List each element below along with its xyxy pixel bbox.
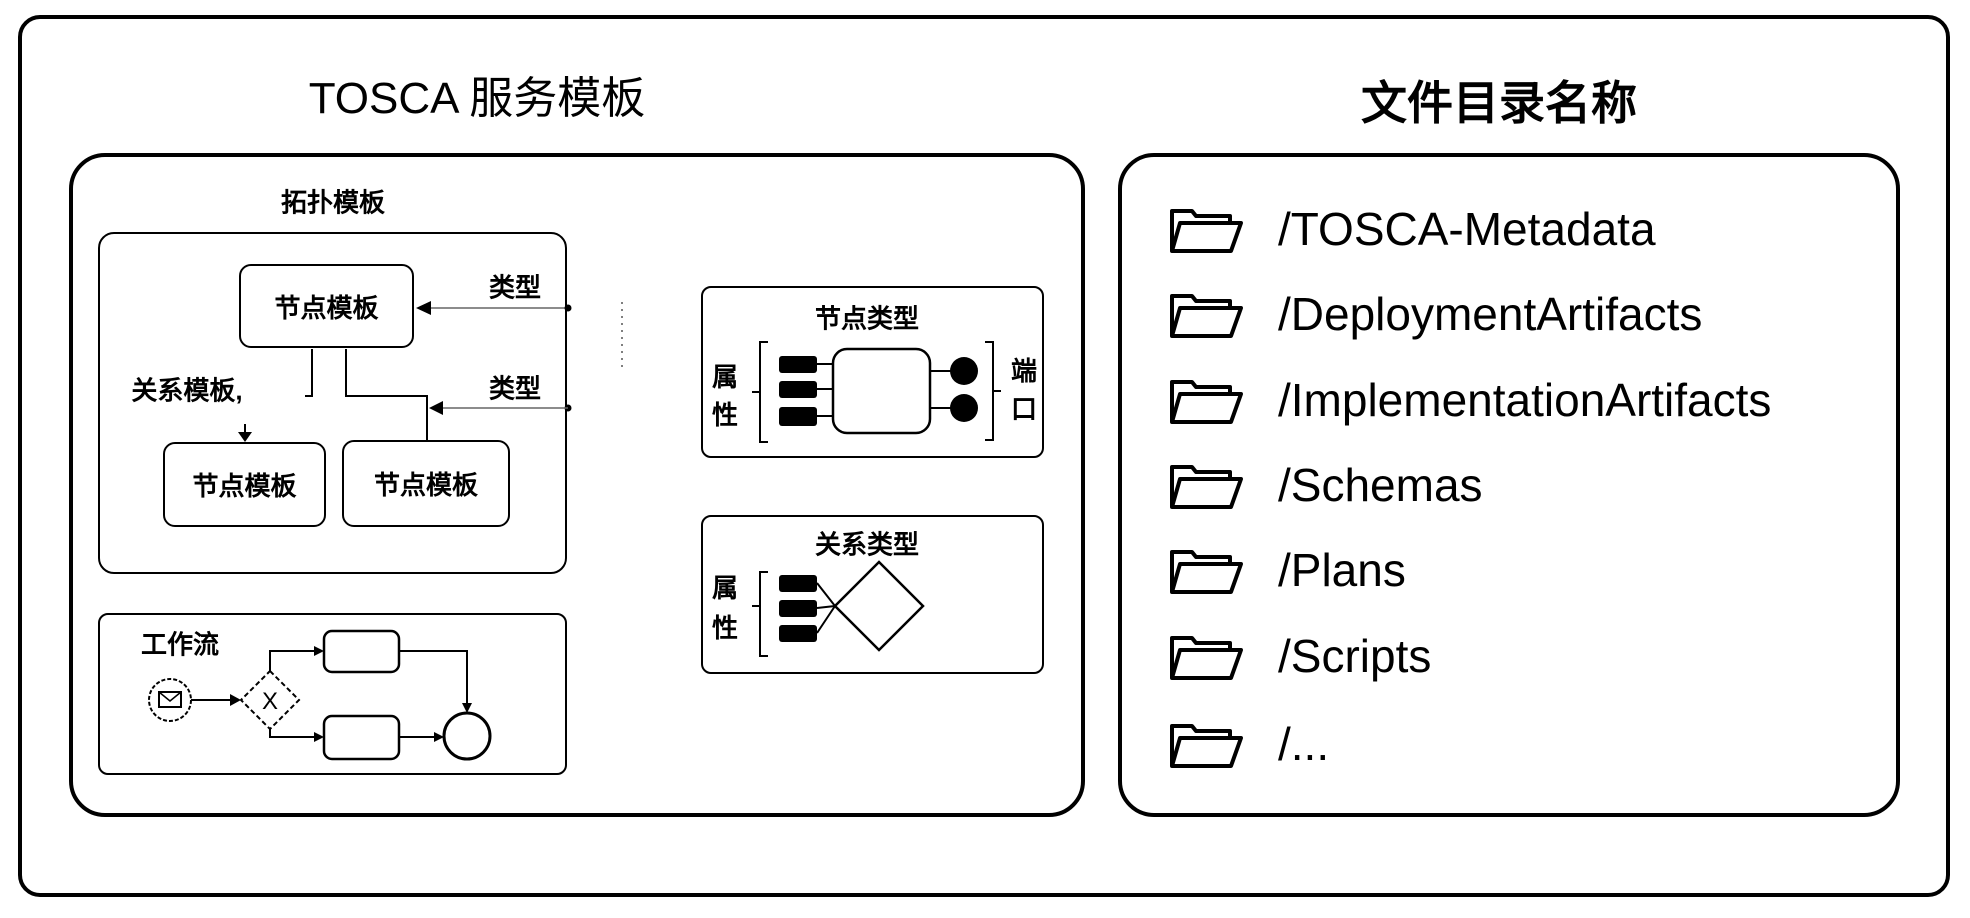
directory-name: /TOSCA-Metadata [1278, 203, 1656, 255]
directory-item: /DeploymentArtifacts [1166, 288, 1702, 340]
folder-icon [1170, 550, 1243, 594]
directory-item: /TOSCA-Metadata [1166, 203, 1656, 255]
node-template-label: 节点模板 [274, 292, 379, 323]
directory-item: /... [1166, 718, 1329, 770]
directory-item: /ImplementationArtifacts [1166, 374, 1771, 426]
directory-item: /Scripts [1166, 630, 1431, 682]
directory-name: /Scripts [1278, 630, 1432, 682]
folder-icon [1170, 724, 1243, 768]
node-type-title: 节点类型 [814, 303, 920, 334]
type-label-relationship: 类型 [488, 373, 542, 404]
directory-item: /Plans [1166, 544, 1406, 596]
relationship-template-label: 关系模板, [131, 375, 243, 406]
service-template-title: TOSCA 服务模板 [308, 74, 646, 123]
folder-icon [1170, 294, 1243, 338]
folder-icon [1170, 209, 1243, 253]
workflow-label: 工作流 [140, 629, 220, 660]
directory-name: /ImplementationArtifacts [1278, 374, 1772, 426]
directory-panel [1118, 153, 1900, 817]
directory-name: /... [1278, 718, 1330, 770]
node-template-bottom-left: 节点模板 [163, 442, 326, 527]
directory-title: 文件目录名称 [1361, 77, 1637, 129]
node-template-label: 节点模板 [192, 471, 297, 501]
directory-item: /Schemas [1166, 459, 1483, 511]
node-type-properties-label: 属性 [711, 362, 739, 430]
directory-name: /Plans [1278, 544, 1406, 596]
folder-icon [1170, 465, 1243, 509]
directory-name: /Schemas [1278, 459, 1483, 511]
folder-icon [1170, 636, 1243, 680]
figure-frame [18, 15, 1950, 897]
node-template-label: 节点模板 [373, 470, 478, 500]
topology-template-label: 拓扑模板 [280, 187, 386, 218]
directory-name: /DeploymentArtifacts [1278, 288, 1703, 340]
node-type-ports-label: 端口 [1010, 356, 1038, 424]
relationship-type-title: 关系类型 [814, 529, 920, 560]
node-template-bottom-right: 节点模板 [342, 440, 510, 527]
type-label-node: 类型 [488, 272, 542, 303]
node-template-top: 节点模板 [239, 264, 414, 348]
folder-icon [1170, 380, 1243, 424]
relationship-type-properties-label: 属性 [711, 573, 739, 643]
